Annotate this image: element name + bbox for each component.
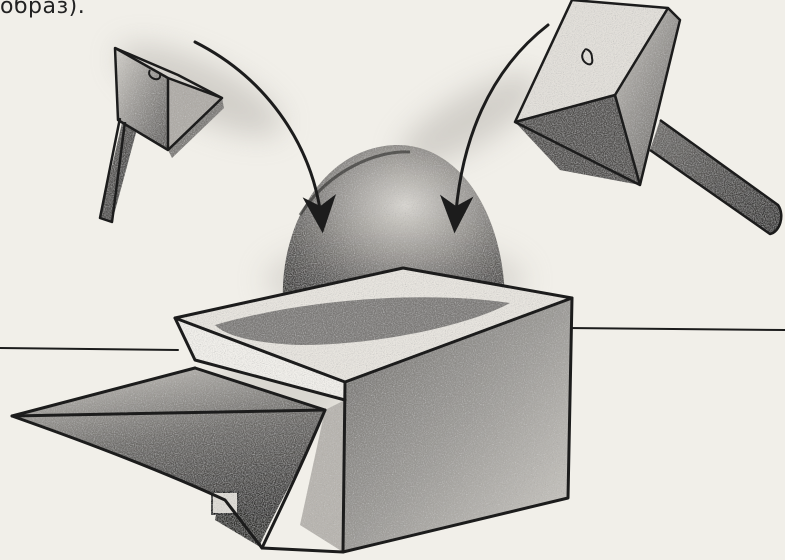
- caption-text: образ).: [0, 0, 85, 19]
